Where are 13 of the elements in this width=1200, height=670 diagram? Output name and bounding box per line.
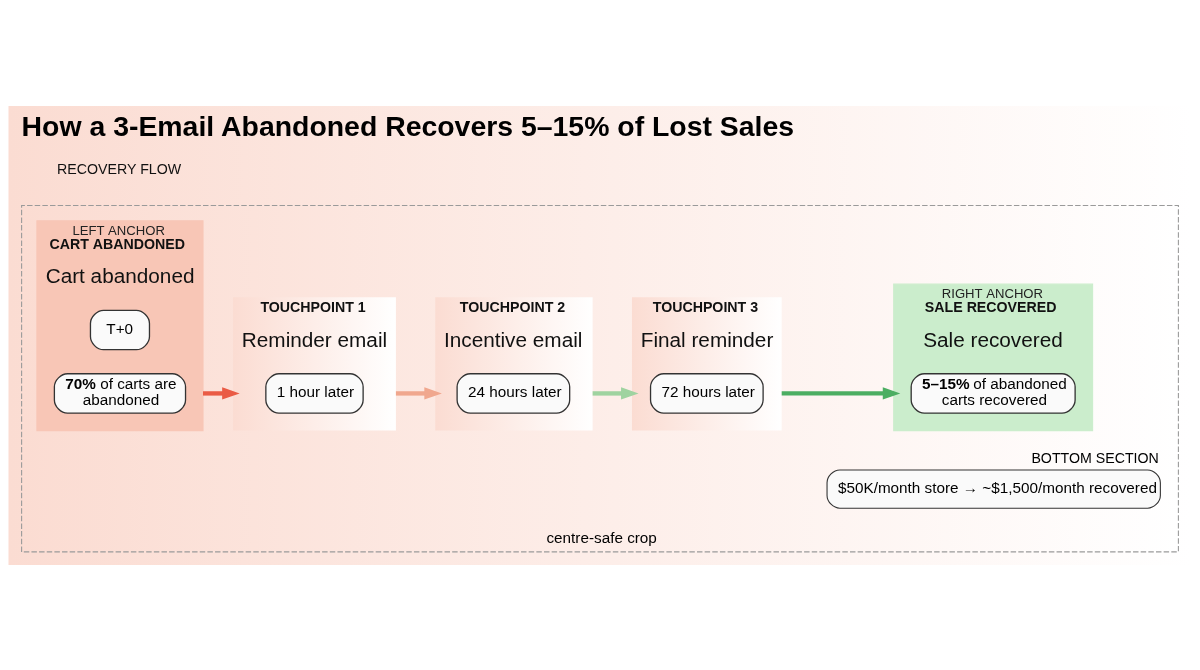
node-label: BOTTOM SECTION: [1031, 449, 1159, 466]
node-box: 5–15% of abandoned carts recovered: [910, 372, 1076, 414]
node-box: 1 hour later: [265, 372, 364, 414]
diagram-title: How a 3-Email Abandoned Recovers 5–15% of Lost Sales: [21, 109, 795, 142]
node-box: 24 hours later: [456, 372, 571, 414]
arrow: [781, 386, 901, 400]
arrow: [203, 386, 240, 400]
node-box: 72 hours later: [649, 372, 764, 414]
label: RECOVERY FLOW: [57, 160, 182, 177]
node-box: T+0: [89, 309, 151, 350]
arrow: [395, 386, 442, 400]
arrow: [592, 386, 639, 400]
node-box: 70% of carts are abandoned: [53, 372, 187, 414]
